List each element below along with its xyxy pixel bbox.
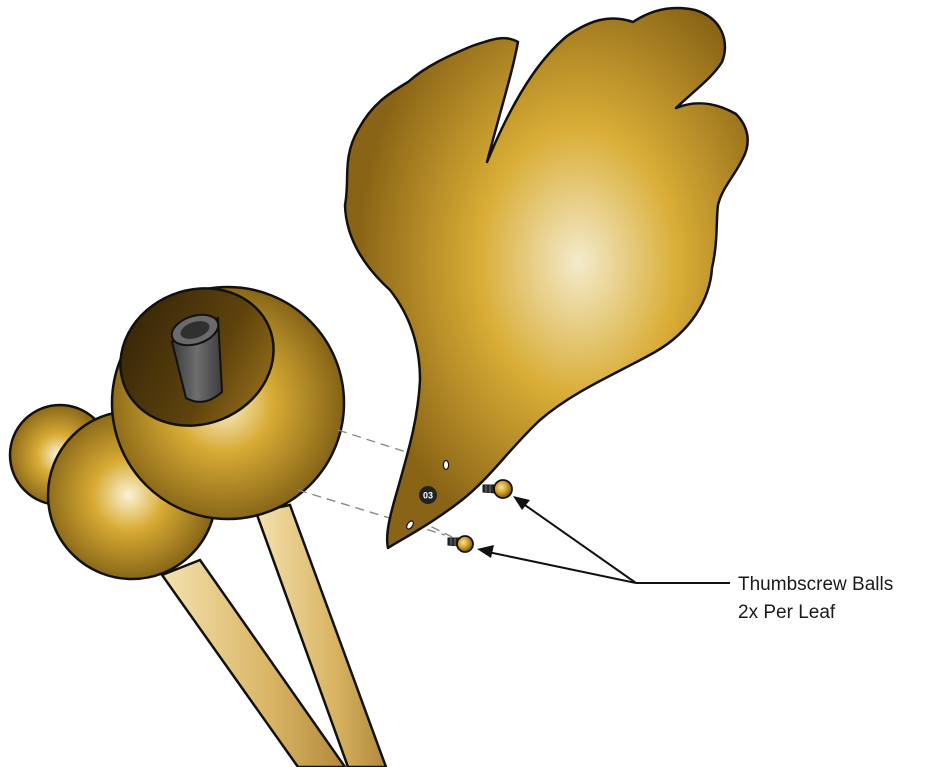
leaf-hole-upper xyxy=(443,461,448,470)
callout-arrows xyxy=(477,496,730,583)
thumbscrew-ball-lower xyxy=(448,536,473,552)
leaf-number-badge: 03 xyxy=(419,486,437,504)
svg-text:03: 03 xyxy=(423,491,433,501)
svg-text:2x Per Leaf: 2x Per Leaf xyxy=(738,602,836,623)
thumbscrew-ball-upper xyxy=(483,480,512,498)
ginkgo-leaf: 03 xyxy=(345,8,748,548)
svg-text:Thumbscrew Balls: Thumbscrew Balls xyxy=(738,574,893,595)
callout-label: Thumbscrew Balls 2x Per Leaf xyxy=(738,574,893,623)
